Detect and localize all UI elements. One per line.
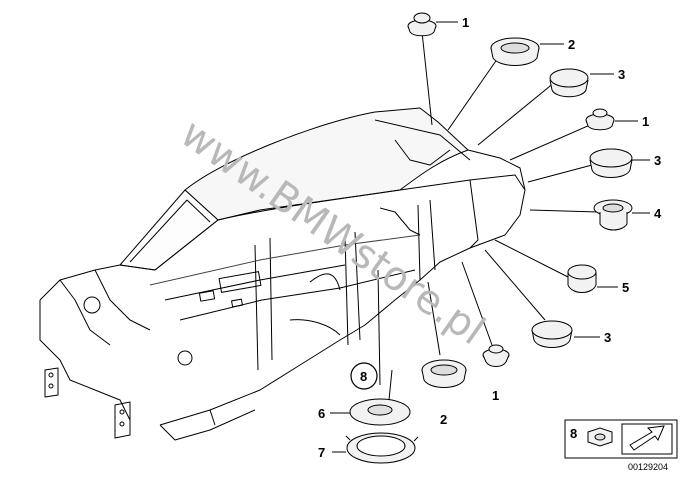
plug-part (549, 68, 589, 98)
retaining-ring-part (345, 432, 419, 464)
callout-1: 1 (462, 15, 469, 30)
callout-4: 4 (654, 206, 662, 221)
callout-circle: 8 (350, 362, 378, 390)
callout-2b: 2 (440, 412, 447, 427)
callout-7: 7 (318, 445, 325, 460)
nut-icon (587, 427, 613, 447)
plug-part (407, 12, 437, 37)
car-body-shell (39, 107, 526, 441)
part-number: 00129204 (628, 462, 668, 472)
plug-part (531, 320, 573, 348)
callout-3: 3 (618, 67, 625, 82)
callout-1c: 1 (492, 388, 499, 403)
grommet-part (490, 37, 540, 66)
callout-2: 2 (568, 37, 575, 52)
callout-5: 5 (622, 280, 629, 295)
grommet-part (593, 199, 633, 231)
callout-8: 8 (360, 369, 367, 384)
callout-3b: 3 (654, 153, 661, 168)
sealing-disc-part (349, 398, 411, 426)
plug-part (589, 148, 633, 178)
callout-3c: 3 (604, 330, 611, 345)
legend-box: 8 (564, 419, 678, 459)
plug-part (567, 264, 597, 293)
legend-number: 8 (570, 426, 577, 441)
plug-part (585, 108, 615, 131)
plug-part (482, 344, 510, 367)
grommet-part (421, 359, 467, 388)
direction-arrow-icon (621, 423, 673, 455)
callout-6: 6 (318, 406, 325, 421)
callout-1b: 1 (642, 114, 649, 129)
